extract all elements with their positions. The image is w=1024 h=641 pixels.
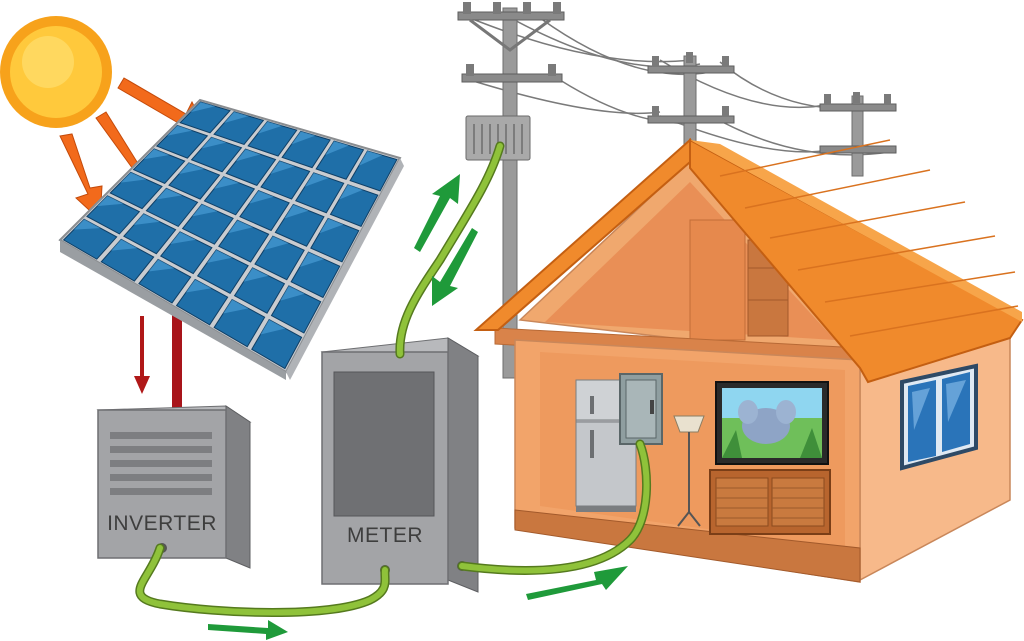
panel-cell-highlight xyxy=(325,141,349,156)
panel-cell-highlight xyxy=(224,111,249,124)
panel-cell-highlight xyxy=(201,137,227,149)
panel-cell-highlight xyxy=(249,190,274,204)
panel-cell-highlight xyxy=(280,285,305,301)
flow-arrow-from-grid xyxy=(432,228,478,306)
panel-cell xyxy=(213,111,265,146)
panel-cell-highlight xyxy=(243,267,269,282)
panel-cell-highlight xyxy=(143,148,170,160)
panel-cell-highlight xyxy=(190,101,216,113)
panel-cell-highlight xyxy=(223,299,249,314)
panel-cell-highlight xyxy=(214,176,239,189)
panel-cell-highlight xyxy=(339,184,363,200)
flow-arrow-to-grid xyxy=(414,174,460,252)
panel-cell-highlight xyxy=(260,319,286,335)
panel-cell-highlight xyxy=(167,125,193,136)
panel-cell xyxy=(281,130,331,169)
panel-cell xyxy=(247,120,298,157)
panel-cell-highlight xyxy=(133,213,160,226)
panel-cell-highlight xyxy=(185,279,212,293)
panel-cell-highlight xyxy=(192,204,218,217)
panel-cell-highlight xyxy=(291,131,316,145)
panel-cell-highlight xyxy=(235,149,261,162)
sun-icon xyxy=(0,16,112,128)
breaker-box-icon xyxy=(619,373,663,445)
panel-cell-highlight xyxy=(206,249,233,263)
panel-cell xyxy=(179,101,231,134)
panel-cell-highlight xyxy=(228,220,254,234)
inverter-label: INVERTER xyxy=(107,512,217,535)
panel-cell-highlight xyxy=(284,204,309,219)
panel-cell-highlight xyxy=(178,162,205,175)
meter-icon: METER xyxy=(320,337,480,593)
window-icon xyxy=(900,363,978,471)
panel-cell-grid xyxy=(62,101,398,370)
tv-icon xyxy=(715,381,829,465)
panel-cell-highlight xyxy=(148,259,175,272)
panel-cell-highlight xyxy=(358,150,383,166)
inverter-icon: INVERTER xyxy=(96,405,252,569)
panel-cell-highlight xyxy=(319,218,344,234)
panel-cell-highlight xyxy=(263,236,289,251)
utility-pole-icon xyxy=(819,92,897,177)
panel-cell-highlight xyxy=(257,121,283,134)
solar-panel-icon xyxy=(58,98,404,418)
utility-pole-icon xyxy=(457,2,565,379)
cabinet-icon xyxy=(709,469,831,535)
flow-arrow-to-house xyxy=(526,566,628,600)
panel-cell-highlight xyxy=(156,188,182,200)
panel-cell-highlight xyxy=(304,172,329,187)
panel-cell-highlight xyxy=(170,231,196,244)
meter-label: METER xyxy=(347,524,423,547)
panel-cell-highlight xyxy=(299,252,325,267)
ac-wires xyxy=(135,141,651,617)
dc-flow-arrow xyxy=(134,316,150,394)
panel-cell-highlight xyxy=(111,239,138,251)
lamp-icon xyxy=(673,415,705,527)
panel-cell-highlight xyxy=(73,219,101,230)
panel-cell-highlight xyxy=(97,195,124,207)
panel-cell-highlight xyxy=(120,172,147,183)
power-flow-arrows xyxy=(208,174,628,640)
flow-arrow-right xyxy=(208,620,288,640)
panel-cell-highlight xyxy=(270,160,295,175)
